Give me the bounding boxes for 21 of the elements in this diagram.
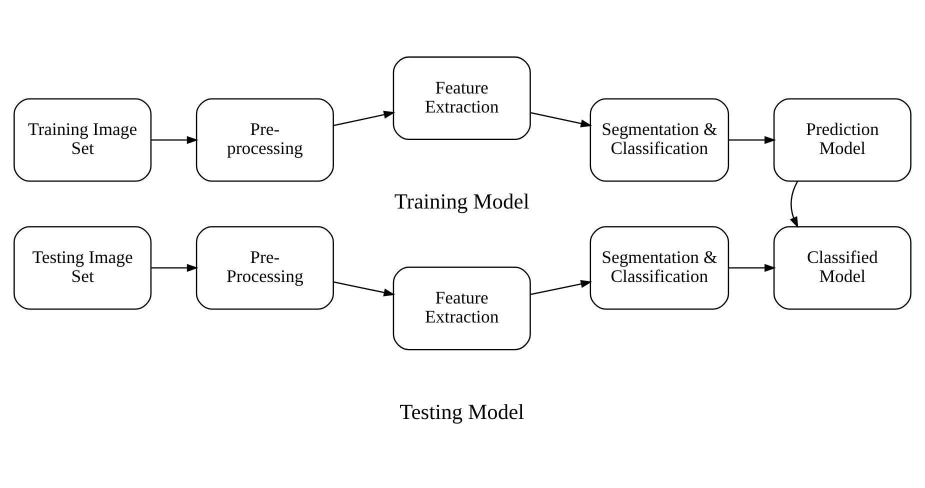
arrow [728, 136, 776, 144]
node-box: Pre- processing [196, 98, 334, 182]
node-box: Pre- Processing [196, 226, 334, 310]
arrow [334, 110, 396, 126]
node-box: Segmentation & Classification [590, 98, 730, 182]
node-box: Feature Extraction [392, 56, 531, 140]
arrow [151, 136, 198, 144]
arrow [530, 112, 592, 127]
node-box: Prediction Model [773, 98, 912, 182]
node-box: Training Image Set [14, 98, 152, 182]
node-box: Feature Extraction [392, 266, 531, 350]
node-box: Classified Model [773, 226, 912, 310]
arrow [334, 280, 396, 296]
arrow [728, 263, 776, 272]
arrow [530, 280, 592, 295]
node-box: Testing Image Set [14, 226, 152, 310]
label: Testing Model [400, 399, 524, 424]
label: Training Model [394, 189, 530, 214]
node-box: Segmentation & Classification [590, 226, 730, 310]
arrow [790, 180, 798, 228]
arrow [151, 263, 198, 272]
